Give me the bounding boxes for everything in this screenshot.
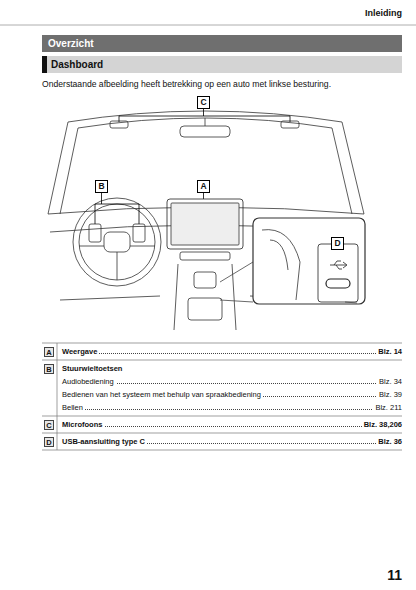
header-rule (0, 25, 416, 26)
table-rule (42, 450, 402, 451)
node-text: C (200, 97, 206, 107)
table-subitem: Audiobediening (62, 377, 116, 387)
callout-letter: B (95, 180, 108, 193)
wheel-buttons (133, 224, 145, 242)
leader-line (101, 193, 102, 204)
leader-bracket (95, 204, 139, 224)
intro-text: Onderstaande afbeelding heeft betrekking… (42, 79, 331, 90)
table-rule (57, 343, 58, 450)
page-ref: Blz. 36 (376, 437, 402, 447)
table-letter: A (44, 347, 54, 357)
steering-spokes (79, 246, 155, 280)
climate-controls (180, 252, 230, 260)
section-band: Overzicht (42, 35, 402, 52)
illustration-lines (0, 25, 416, 330)
microphone (110, 121, 128, 128)
display-screen (167, 199, 243, 249)
mirror-stem (205, 118, 206, 126)
table-item: Microfoons (62, 420, 104, 430)
table-rules (42, 343, 402, 450)
windshield (60, 118, 352, 214)
inset-frame (253, 218, 365, 304)
dot-leader (62, 353, 400, 354)
roof-frame (48, 111, 364, 214)
table-letter: B (44, 364, 54, 374)
page-number: 11 (387, 566, 402, 584)
dot-leader (62, 426, 400, 427)
node-text: D (334, 238, 340, 248)
callout-letter: D (331, 237, 344, 250)
microphone (281, 121, 299, 128)
table-rule (42, 360, 402, 361)
table-subitem: Bedienen van het systeem met behulp van … (62, 390, 263, 400)
center-console (174, 264, 236, 330)
inset-pointer (220, 300, 253, 302)
leader-bracket (119, 116, 290, 122)
page-ref: Blz. 34 (377, 377, 402, 387)
page-ref: Blz. 39 (377, 390, 402, 400)
running-header: Inleiding (365, 8, 402, 19)
node-text: Overzicht (48, 38, 94, 49)
dot-leader (62, 409, 400, 410)
callout-letter: C (197, 96, 210, 109)
usb-frame (318, 244, 358, 302)
subsection-band: Dashboard (42, 56, 402, 73)
leader-line (345, 302, 357, 303)
steering-hub (104, 232, 130, 252)
table-rule (42, 433, 402, 434)
display-glass (171, 203, 239, 245)
table-rule (42, 343, 402, 344)
table-rule (42, 416, 402, 417)
node-text: B (98, 181, 104, 191)
rearview-mirror (180, 126, 230, 137)
table-item: USB-aansluiting type C (62, 437, 147, 447)
steering-wheel-inner (79, 204, 155, 280)
callout-letter: A (197, 180, 210, 193)
usb-c-port (326, 279, 350, 288)
wheel-buttons (89, 224, 101, 242)
node-text: A (200, 181, 206, 191)
console-tray (188, 298, 222, 320)
gear-selector (194, 272, 216, 288)
table-letter: C (44, 420, 54, 430)
usb-symbol (330, 261, 347, 269)
table-subitem: Bellen (62, 403, 85, 413)
steering-wheel (73, 198, 161, 286)
leader-line (203, 109, 204, 116)
inset-pointer (220, 262, 253, 282)
inset-console (262, 230, 300, 300)
table-item: Stuurwieltoetsen (62, 364, 122, 374)
node-text: Dashboard (51, 59, 103, 70)
table-letter: D (44, 437, 54, 447)
table-item: Weergave (62, 347, 99, 357)
page-ref: Blz. 38,206 (362, 420, 402, 430)
page-ref: Blz. 211 (373, 403, 402, 413)
leader-line (203, 193, 204, 199)
page-ref: Blz. 14 (376, 347, 402, 357)
